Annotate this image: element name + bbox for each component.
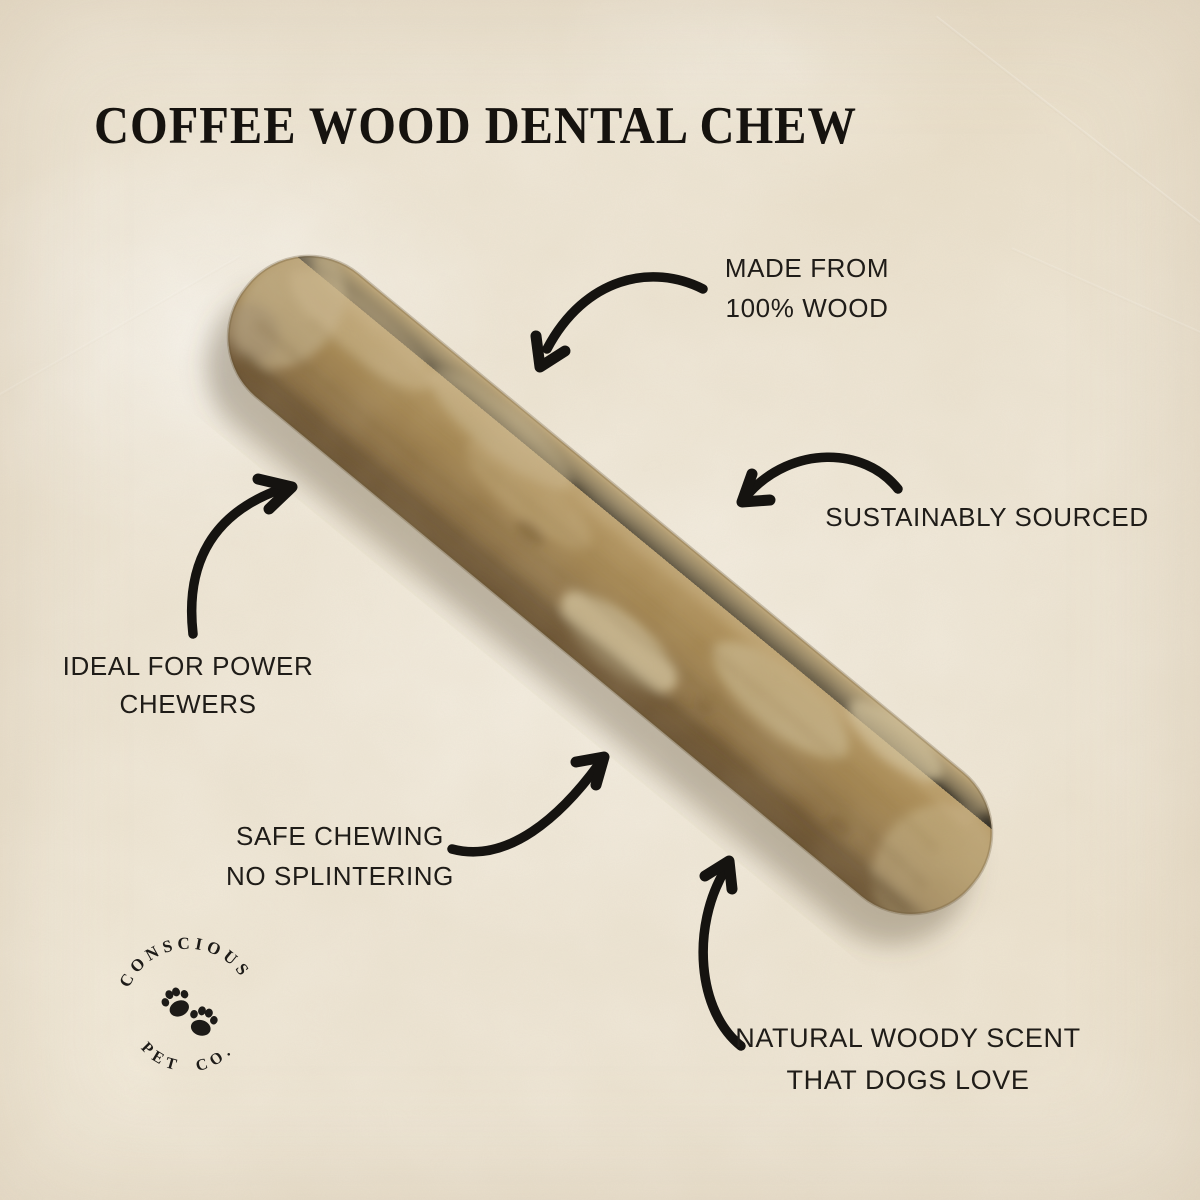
annotation-natural-woody-scent: NATURAL WOODY SCENT THAT DOGS LOVE	[735, 1017, 1080, 1101]
annotation-made-from-wood: MADE FROM 100% WOOD	[725, 248, 889, 328]
annotation-line: CHEWERS	[119, 689, 257, 719]
arrow-sustainably-icon	[736, 452, 903, 508]
paw-prints-icon	[161, 987, 218, 1036]
arrow-power-chewers-icon	[186, 473, 298, 639]
arrow-safe-chewing-icon	[447, 751, 610, 857]
annotation-line: NATURAL WOODY SCENT	[735, 1023, 1081, 1053]
annotation-line: SUSTAINABLY SOURCED	[825, 502, 1149, 532]
arrow-made-from-icon	[530, 272, 708, 373]
page-title: COFFEE WOOD DENTAL CHEW	[94, 95, 857, 155]
annotation-line: THAT DOGS LOVE	[786, 1065, 1030, 1095]
annotation-sustainably-sourced: SUSTAINABLY SOURCED	[825, 497, 1148, 537]
annotation-line: MADE FROM	[724, 253, 890, 283]
arrow-woody-scent-icon	[698, 855, 746, 1051]
annotation-safe-chewing: SAFE CHEWING NO SPLINTERING	[226, 816, 454, 896]
annotation-line: SAFE CHEWING	[236, 821, 444, 851]
annotation-arrows	[186, 272, 903, 1051]
annotation-line: NO SPLINTERING	[226, 861, 454, 891]
annotation-ideal-power-chewers: IDEAL FOR POWER CHEWERS	[63, 647, 314, 723]
annotation-line: IDEAL FOR POWER	[62, 651, 314, 681]
annotation-line: 100% WOOD	[725, 293, 889, 323]
